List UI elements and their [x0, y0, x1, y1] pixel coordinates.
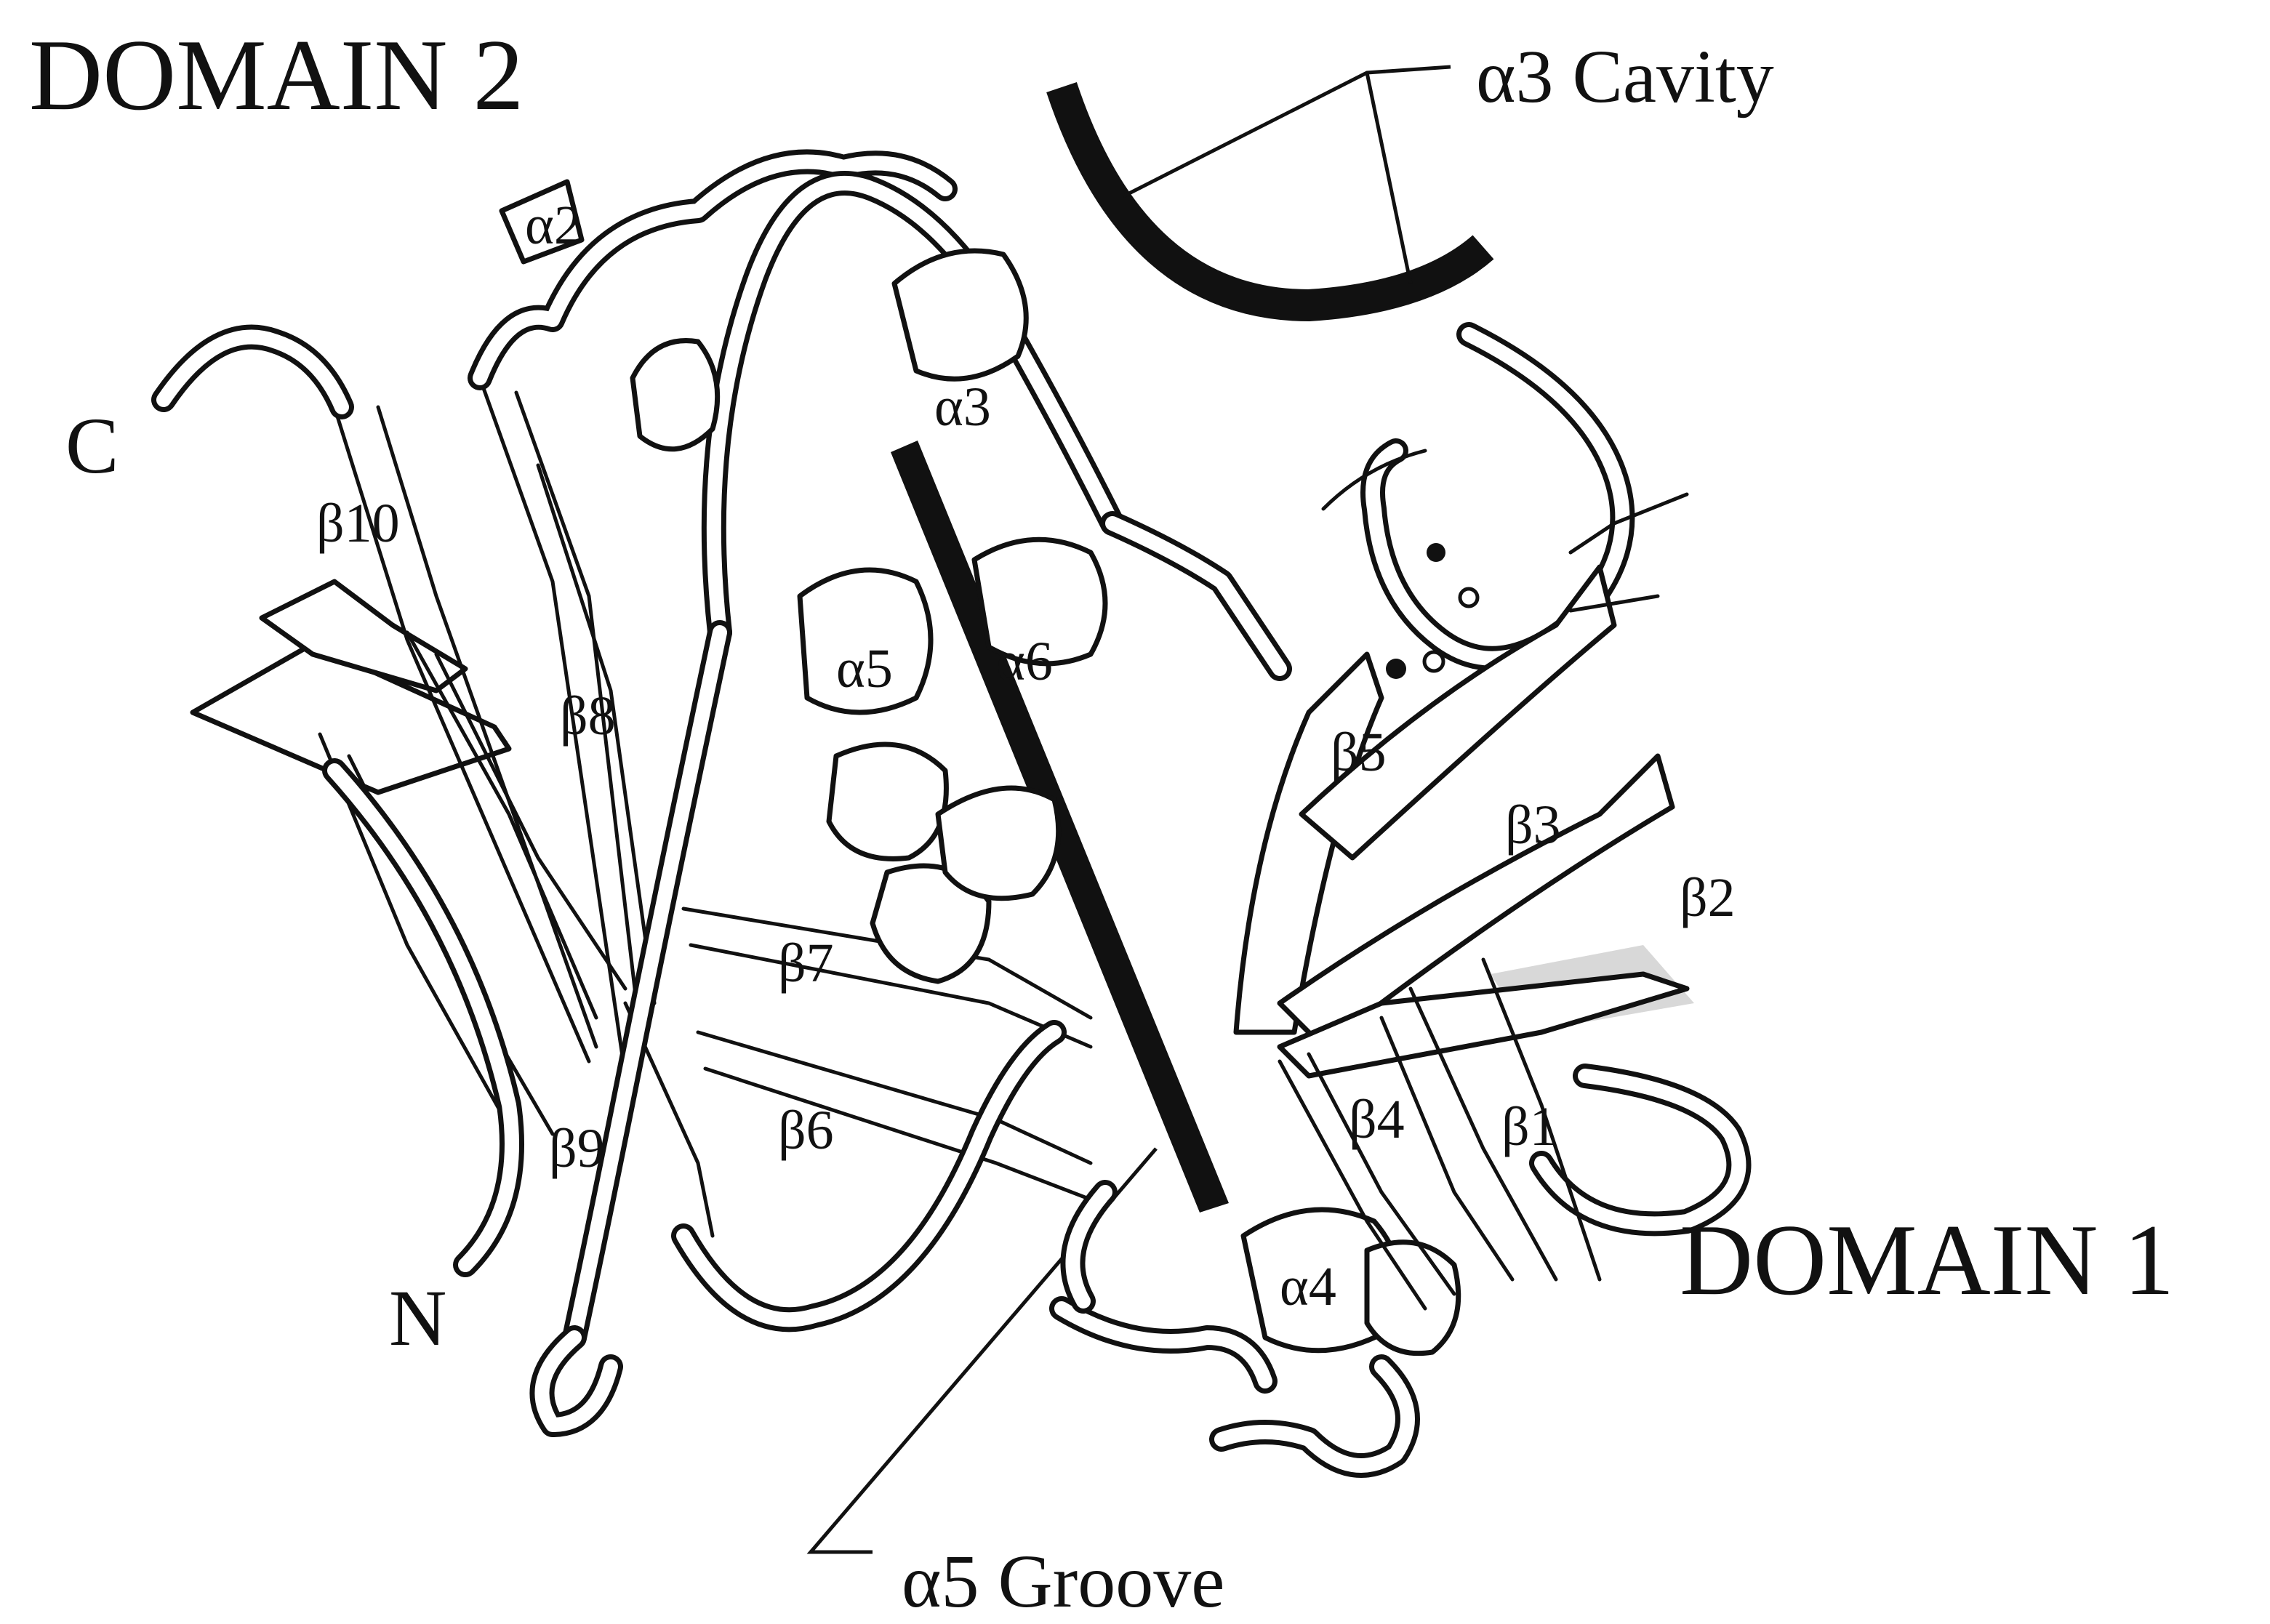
- domain1-label: DOMAIN 1: [1680, 1204, 2175, 1317]
- c-terminus-label: C: [65, 401, 119, 490]
- strand-b9-label: β9: [549, 1118, 605, 1179]
- strand-b4-label: β4: [1349, 1089, 1405, 1150]
- helix-a2-label: α2: [525, 195, 582, 256]
- helix-a5-label: α5: [836, 638, 893, 699]
- strand-b1-label: β1: [1501, 1096, 1557, 1157]
- a3-cavity-label: α3 Cavity: [1476, 35, 1774, 118]
- helix-a4-label: α4: [1280, 1256, 1336, 1317]
- helix-a3-label: α3: [934, 377, 991, 438]
- domain2-label: DOMAIN 2: [29, 19, 524, 132]
- helix-a6-label: α6: [996, 631, 1053, 692]
- strand-b7-label: β7: [778, 933, 834, 994]
- strand-b8-label: β8: [560, 686, 616, 747]
- n-terminus-label: N: [389, 1274, 446, 1362]
- strand-b6-label: β6: [778, 1100, 834, 1161]
- strand-b3-label: β3: [1505, 795, 1561, 856]
- a5-groove-label: α5 Groove: [902, 1540, 1224, 1623]
- strand-b2-label: β2: [1680, 867, 1736, 928]
- strand-b10-label: β10: [316, 493, 400, 554]
- strand-b5-label: β5: [1331, 722, 1387, 783]
- domain1-sheet: [1236, 451, 1694, 1309]
